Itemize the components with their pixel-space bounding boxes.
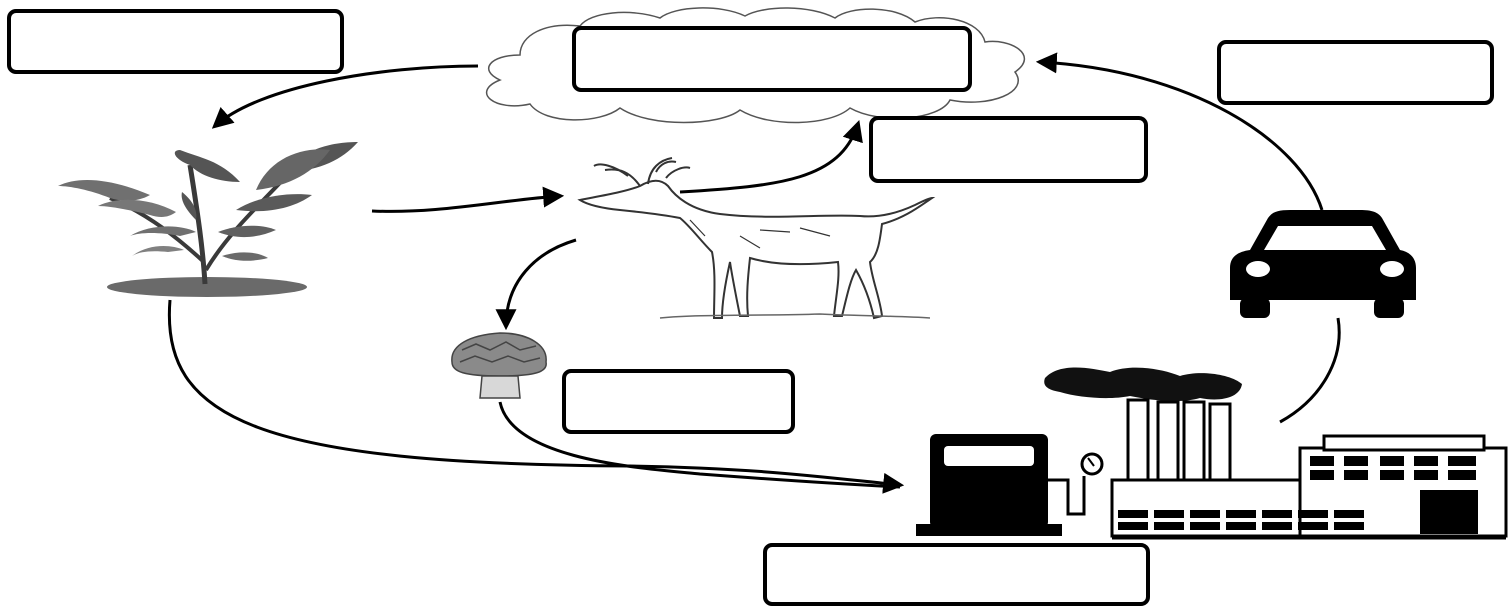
cycle-arrows	[167, 52, 1341, 494]
label-box-cloud[interactable]	[572, 26, 972, 92]
label-box-mushroom[interactable]	[562, 369, 795, 434]
label-box-top-right[interactable]	[1217, 40, 1494, 105]
arrow-car-to-cloud	[1035, 52, 1324, 211]
arrow-plant-to-deer	[371, 186, 565, 213]
label-box-deer[interactable]	[869, 116, 1148, 183]
mushroom-icon	[451, 332, 547, 399]
car-icon	[1230, 210, 1416, 318]
plant-icon	[58, 142, 358, 297]
fuel-pump-icon	[916, 434, 1104, 536]
label-box-top-left[interactable]	[7, 9, 344, 74]
arrow-deer-to-mushroom	[495, 238, 577, 331]
deer-icon	[577, 157, 936, 320]
arrow-deer-to-cloud	[679, 120, 863, 194]
label-box-factory[interactable]	[763, 543, 1150, 606]
line-factory-to-car	[1279, 317, 1341, 424]
factory-icon	[1044, 367, 1508, 540]
arrow-plant-to-factory	[167, 299, 905, 494]
arrow-mushroom-to-factory	[498, 401, 901, 489]
arrow-cloud-to-plant	[211, 64, 479, 129]
